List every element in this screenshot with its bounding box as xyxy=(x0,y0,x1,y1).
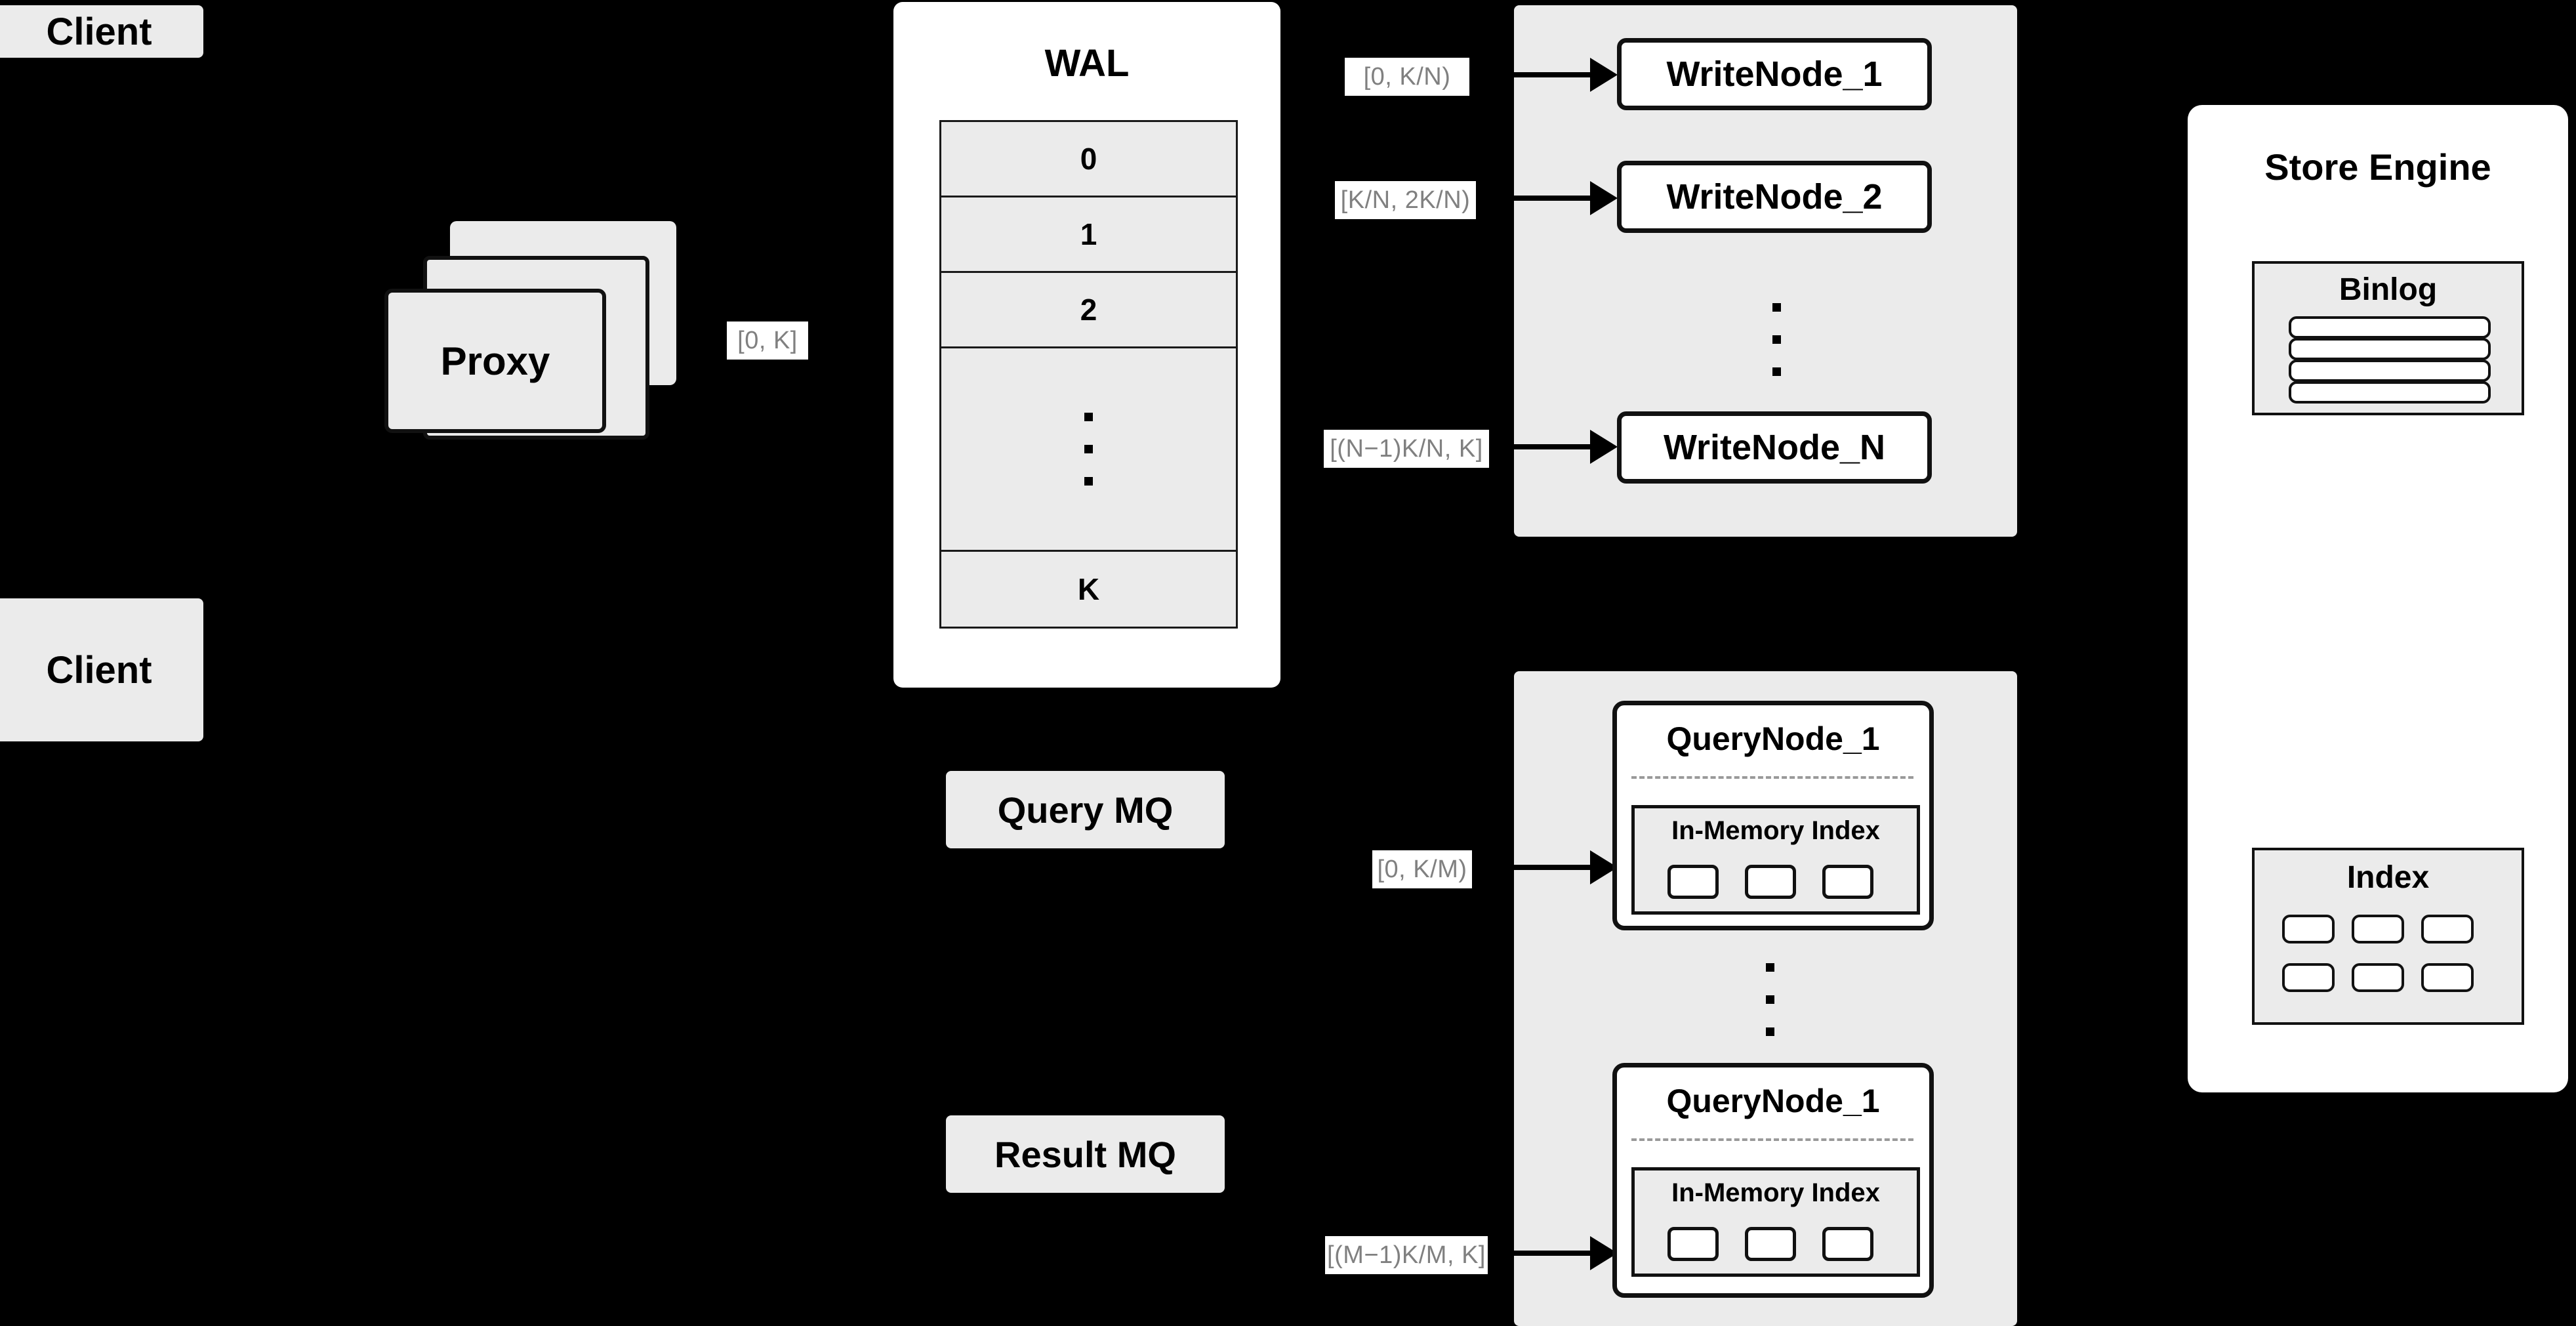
index-grid-cell[interactable] xyxy=(2421,915,2474,943)
index-panel: Index xyxy=(2252,848,2524,1025)
wal-table: 0 1 2 K xyxy=(939,120,1238,629)
client-box-2[interactable]: Client xyxy=(0,598,203,741)
store-engine-title: Store Engine xyxy=(2264,146,2491,188)
in-memory-index-1: In-Memory Index xyxy=(1631,805,1920,915)
wal-row[interactable]: 0 xyxy=(941,122,1236,197)
write-node-1-range-chip: [0, K/N) xyxy=(1345,58,1469,96)
in-memory-index-title: In-Memory Index xyxy=(1671,1178,1880,1207)
write-node-n-range-chip: [(N−1)K/N, K] xyxy=(1324,430,1489,468)
index-cell[interactable] xyxy=(1667,865,1719,899)
wal-row[interactable]: K xyxy=(941,552,1236,627)
index-cell[interactable] xyxy=(1745,1227,1796,1261)
proxy-range-chip: [0, K] xyxy=(727,321,808,360)
write-node-n[interactable]: WriteNode_N xyxy=(1617,411,1932,484)
query-mq-box[interactable]: Query MQ xyxy=(946,771,1225,848)
arrow-to-binlog xyxy=(2150,386,2201,390)
client-label: Client xyxy=(46,10,152,53)
arrow-to-query-node-2 xyxy=(1506,1251,1598,1256)
wal-title: WAL xyxy=(1044,42,1130,85)
index-title: Index xyxy=(2346,860,2430,895)
index-cell[interactable] xyxy=(1745,865,1796,899)
result-mq-label: Result MQ xyxy=(994,1133,1176,1175)
query-node-ellipsis-icon xyxy=(1763,943,1776,1055)
binlog-panel: Binlog xyxy=(2252,261,2524,415)
query-mq-label: Query MQ xyxy=(997,789,1174,831)
index-cell[interactable] xyxy=(1667,1227,1719,1261)
binlog-row[interactable] xyxy=(2289,338,2491,360)
index-grid-cell[interactable] xyxy=(2352,963,2404,992)
store-engine-panel: Store Engine Binlog Index xyxy=(2188,105,2568,1092)
client-box-1[interactable]: Client xyxy=(0,5,203,58)
wal-row[interactable]: 1 xyxy=(941,197,1236,273)
query-node-1[interactable]: QueryNode_1 In-Memory Index xyxy=(1612,701,1934,930)
wal-row-ellipsis xyxy=(941,348,1236,552)
index-grid-cell[interactable] xyxy=(2352,915,2404,943)
binlog-row[interactable] xyxy=(2289,316,2491,339)
query-node-2[interactable]: QueryNode_1 In-Memory Index xyxy=(1612,1063,1934,1298)
wal-row[interactable]: 2 xyxy=(941,273,1236,348)
write-node-1[interactable]: WriteNode_1 xyxy=(1617,38,1932,110)
in-memory-index-2: In-Memory Index xyxy=(1631,1167,1920,1277)
arrow-to-query-node-1 xyxy=(1506,865,1598,870)
arrow-to-index xyxy=(2150,945,2201,949)
vertical-ellipsis-icon xyxy=(1084,413,1093,486)
write-node-2-range-chip: [K/N, 2K/N) xyxy=(1335,181,1476,219)
query-node-divider xyxy=(1631,776,1913,779)
query-node-1-range-chip: [0, K/M) xyxy=(1372,850,1472,888)
result-mq-box[interactable]: Result MQ xyxy=(946,1115,1225,1193)
binlog-row[interactable] xyxy=(2289,381,2491,404)
query-node-2-title: QueryNode_1 xyxy=(1666,1083,1880,1119)
arrowhead-icon xyxy=(1590,181,1618,215)
arrowhead-icon xyxy=(1590,58,1618,92)
arrow-to-write-node-n xyxy=(1506,444,1598,449)
proxy-card-front[interactable]: Proxy xyxy=(384,289,606,433)
wal-panel: WAL 0 1 2 K xyxy=(893,2,1280,688)
arrowhead-icon xyxy=(1590,430,1618,464)
index-grid-cell[interactable] xyxy=(2282,963,2335,992)
index-cell[interactable] xyxy=(1822,865,1873,899)
query-node-2-range-chip: [(M−1)K/M, K] xyxy=(1325,1236,1488,1274)
client-label: Client xyxy=(46,648,152,692)
index-grid-cell[interactable] xyxy=(2421,963,2474,992)
proxy-label: Proxy xyxy=(440,339,550,383)
write-node-2[interactable]: WriteNode_2 xyxy=(1617,161,1932,233)
index-grid-cell[interactable] xyxy=(2282,915,2335,943)
in-memory-index-title: In-Memory Index xyxy=(1671,816,1880,845)
query-node-divider xyxy=(1631,1138,1913,1141)
binlog-row[interactable] xyxy=(2289,360,2491,382)
arrow-to-write-node-2 xyxy=(1506,196,1598,201)
query-node-1-title: QueryNode_1 xyxy=(1666,720,1880,757)
index-cell[interactable] xyxy=(1822,1227,1873,1261)
arrow-to-write-node-1 xyxy=(1506,72,1598,77)
binlog-title: Binlog xyxy=(2339,272,2438,307)
write-node-ellipsis-icon xyxy=(1770,283,1783,395)
